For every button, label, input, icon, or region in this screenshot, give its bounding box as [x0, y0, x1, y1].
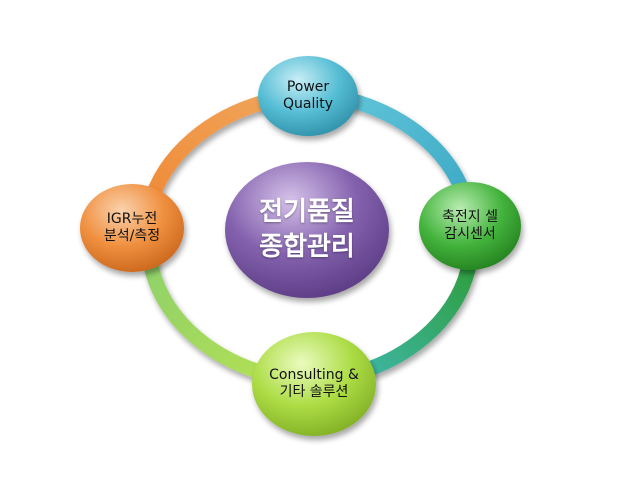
node-top-circle	[258, 56, 358, 136]
center-circle	[225, 162, 389, 298]
node-bottom-circle	[252, 332, 376, 436]
ring-arc-left-top	[142, 92, 280, 213]
node-right-circle	[419, 182, 521, 270]
ring-arc-right-bottom	[342, 252, 478, 383]
node-left-circle	[80, 184, 184, 272]
ring-arc-bottom-left	[142, 252, 278, 383]
